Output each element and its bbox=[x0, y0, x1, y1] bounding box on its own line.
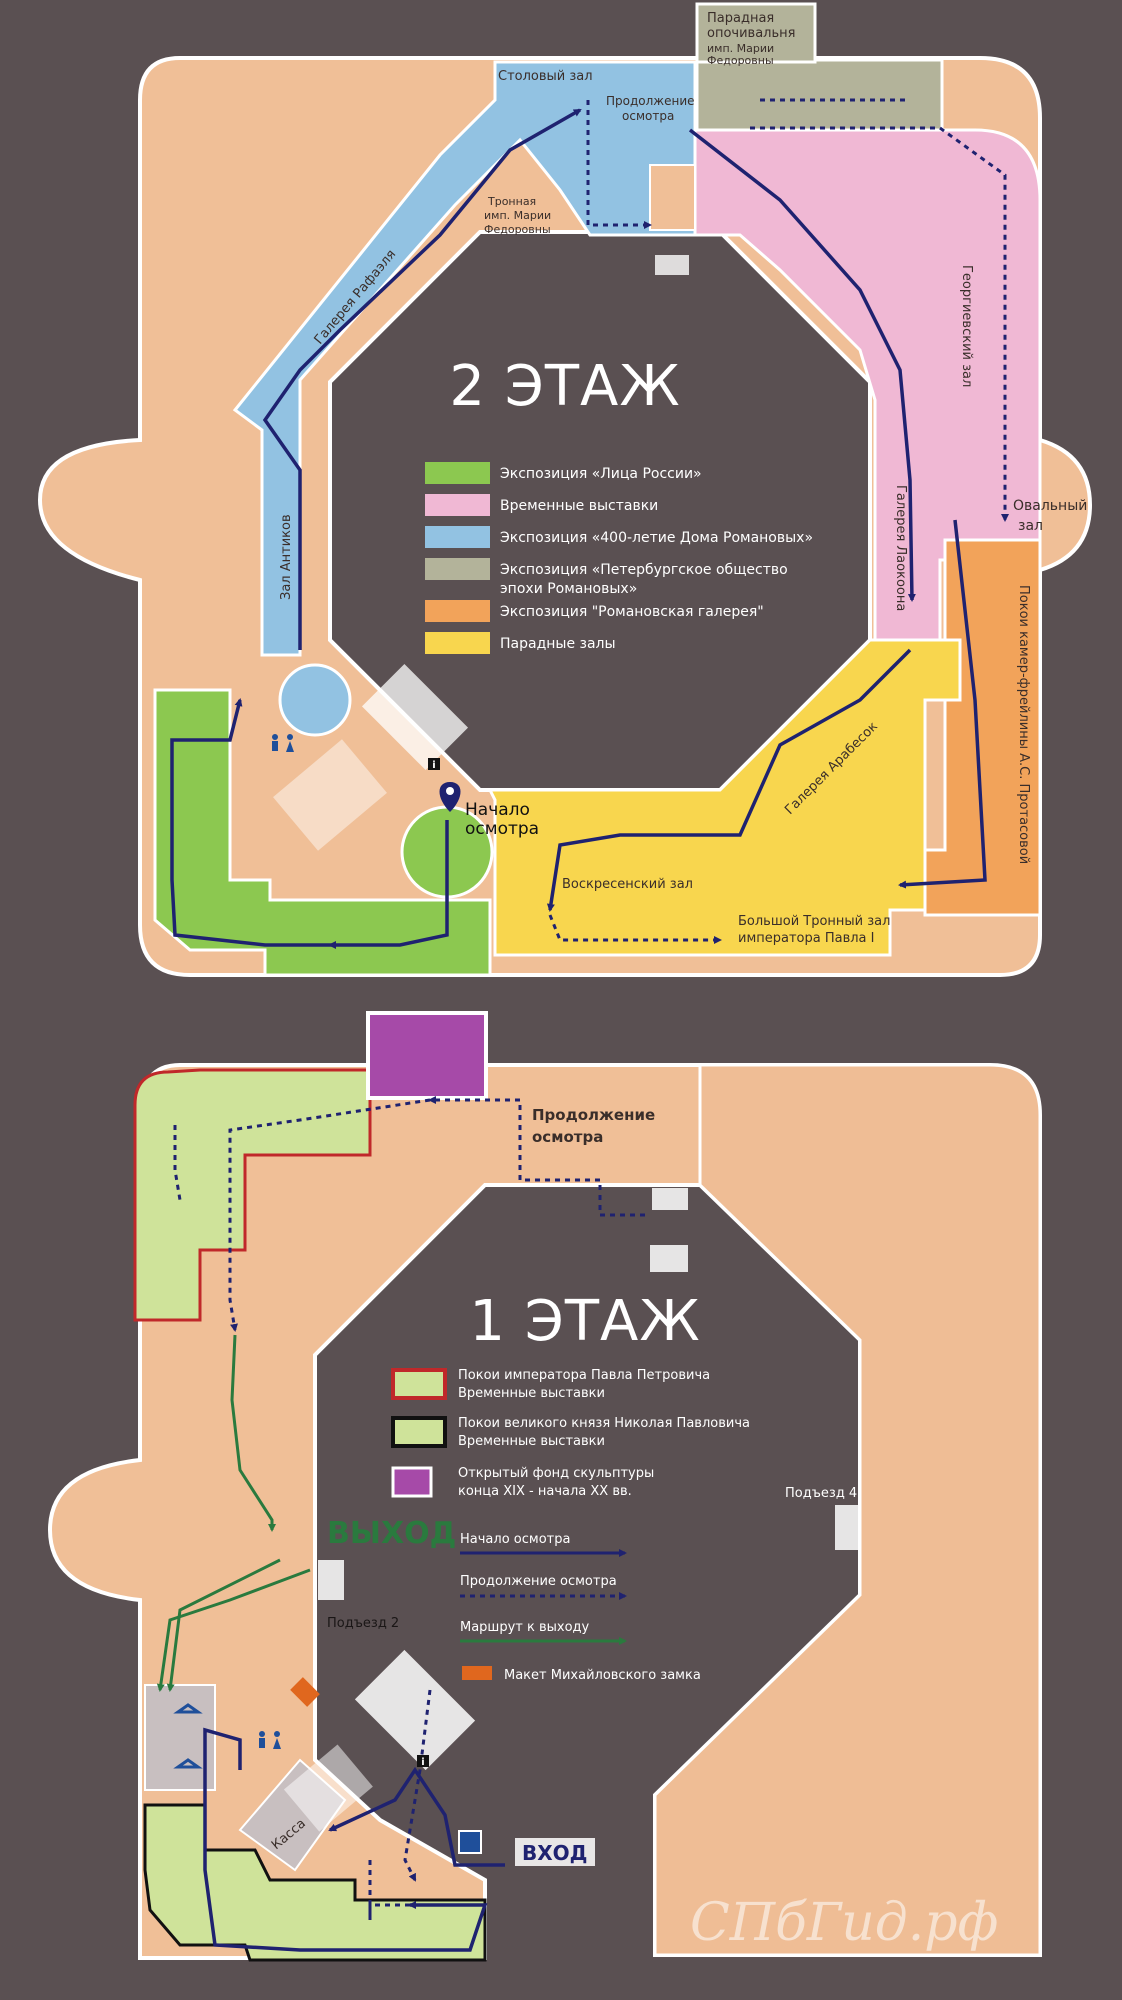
legend1-nikolai-2: Временные выставки bbox=[458, 1434, 605, 1449]
legend2-swatch-temporary bbox=[425, 494, 490, 516]
room-opochivalnya-1: Парадная bbox=[707, 11, 774, 26]
floor1-exit-route bbox=[156, 1334, 311, 1692]
floor2-stairs bbox=[649, 164, 696, 231]
room-tronnaya-2: имп. Марии bbox=[484, 209, 551, 222]
podezd4-label: Подъезд 4 bbox=[785, 1486, 857, 1501]
floor1-zone-sculpture bbox=[366, 1011, 488, 1100]
floor2-route bbox=[170, 98, 1009, 949]
floor1-stairs-main bbox=[283, 1744, 373, 1832]
legend1-pavel-2: Временные выставки bbox=[458, 1386, 605, 1401]
floor1-stairs-north-2 bbox=[650, 1245, 688, 1272]
room-stolovy: Столовый зал bbox=[498, 69, 593, 84]
exit-label: ВЫХОД bbox=[327, 1516, 456, 1551]
legend2-swatch-romanov400 bbox=[425, 526, 490, 548]
room-antikov: Зал Антиков bbox=[279, 514, 294, 600]
legend1-exit: Маршрут к выходу bbox=[460, 1620, 590, 1635]
floor2-stairs-mark bbox=[655, 255, 689, 275]
start-pin-icon bbox=[439, 782, 461, 812]
floor2-zone-society bbox=[695, 58, 944, 132]
room-continue-1: Продолжение bbox=[606, 94, 695, 108]
floor2-plan: i 2 ЭТАЖ Начало осмотра Столовый зал Пар… bbox=[37, 2, 1093, 977]
floor1-stairs-north bbox=[652, 1188, 688, 1210]
legend2-faces: Экспозиция «Лица России» bbox=[500, 466, 702, 482]
room-ovalny-2: зал bbox=[1018, 518, 1043, 534]
floor2-legend: Экспозиция «Лица России» Временные выста… bbox=[425, 462, 813, 654]
room-continue-2: осмотра bbox=[622, 109, 674, 123]
room-opochivalnya-3: имп. Марии bbox=[707, 42, 774, 55]
start-label-2: осмотра bbox=[465, 819, 539, 839]
room-protasova: Покои камер-фрейлины А.С. Протасовой bbox=[1016, 585, 1031, 864]
floor2-stairs-main bbox=[273, 739, 387, 851]
floor1-plan: i 1 ЭТАЖ Продолжение осмотра ВЫХОД ВХОД … bbox=[47, 1011, 1042, 1962]
legend2-parade: Парадные залы bbox=[500, 636, 616, 652]
floor1-stairs-podezd2 bbox=[318, 1560, 344, 1600]
legend2-swatch-society bbox=[425, 558, 490, 580]
floor1-zone-nikolai bbox=[143, 1803, 487, 1962]
room-opochivalnya-4: Федоровны bbox=[707, 54, 774, 67]
legend1-maket: Макет Михайловского замка bbox=[504, 1668, 701, 1683]
floor1-stairs-diagonal bbox=[354, 1649, 476, 1771]
floor1-stairs-podezd4 bbox=[835, 1505, 861, 1550]
maket-swatch bbox=[290, 1677, 320, 1707]
floor2-rotunda bbox=[278, 663, 352, 737]
floor1-east-wing bbox=[653, 1063, 1042, 1957]
floor2-stairs-diagonal bbox=[361, 663, 469, 771]
wc-icon-floor1 bbox=[259, 1731, 281, 1749]
floor2-zone-faces bbox=[153, 688, 492, 977]
room-tronnaya-1: Тронная bbox=[487, 195, 536, 208]
start-label-1: Начало bbox=[465, 800, 530, 820]
floor1-legend: Покои императора Павла Петровича Временн… bbox=[391, 1368, 750, 1683]
svg-text:i: i bbox=[432, 760, 435, 771]
legend2-romanov400: Экспозиция «400-летие Дома Романовых» bbox=[500, 530, 813, 546]
legend2-society-1: Экспозиция «Петербургское общество bbox=[500, 562, 788, 578]
floor1-continue-2: осмотра bbox=[532, 1128, 603, 1146]
legend1-swatch-pavel bbox=[391, 1368, 447, 1400]
legend2-gallery: Экспозиция "Романовская галерея" bbox=[500, 604, 764, 620]
legend1-swatch-nikolai bbox=[391, 1416, 447, 1448]
room-tronnaya-3: Федоровны bbox=[484, 223, 551, 236]
room-ovalny-1: Овальный bbox=[1013, 498, 1087, 514]
floor1-route bbox=[173, 1096, 645, 1952]
floor1-continue-1: Продолжение bbox=[532, 1106, 655, 1124]
wc-icon bbox=[272, 734, 294, 752]
legend2-swatch-gallery bbox=[425, 600, 490, 622]
cloakroom-icon bbox=[173, 1703, 203, 1769]
legend1-continue: Продолжение осмотра bbox=[460, 1574, 617, 1589]
legend1-sculpture-1: Открытый фонд скульптуры bbox=[458, 1466, 654, 1481]
info-icon-floor1 bbox=[417, 1755, 429, 1767]
room-georgievsky: Георгиевский зал bbox=[959, 265, 974, 387]
room-laokoon: Галерея Лаокоона bbox=[893, 485, 908, 611]
floor2-zone-opochivalnya bbox=[695, 2, 817, 64]
legend1-nikolai-1: Покои великого князя Николая Павловича bbox=[458, 1416, 750, 1431]
legend1-start: Начало осмотра bbox=[460, 1532, 570, 1547]
room-bolshoy-1: Большой Тронный зал bbox=[738, 914, 890, 929]
svg-text:i: i bbox=[421, 1757, 424, 1768]
podezd2-label: Подъезд 2 bbox=[327, 1616, 399, 1631]
floor2-zone-temporary bbox=[693, 128, 1042, 667]
legend2-swatch-parade bbox=[425, 632, 490, 654]
legend2-temporary: Временные выставки bbox=[500, 498, 658, 514]
floor1-zone-pavel bbox=[133, 1068, 372, 1322]
legend2-swatch-faces bbox=[425, 462, 490, 484]
floor2-zone-romanov400 bbox=[232, 60, 697, 657]
room-bolshoy-2: императора Павла I bbox=[738, 931, 875, 946]
legend2-society-2: эпохи Романовых» bbox=[500, 581, 637, 597]
room-voskresensky: Воскресенский зал bbox=[562, 877, 693, 892]
info-icon bbox=[428, 758, 440, 770]
legend1-pavel-1: Покои императора Павла Петровича bbox=[458, 1368, 710, 1383]
legend1-sculpture-2: конца XIX - начала XX вв. bbox=[458, 1484, 632, 1499]
floor1-title: 1 ЭТАЖ bbox=[469, 1289, 700, 1354]
watermark: СПбГид.рф bbox=[690, 1893, 998, 1953]
accessibility-icon bbox=[458, 1830, 482, 1854]
legend1-swatch-sculpture bbox=[391, 1466, 433, 1498]
legend1-swatch-maket bbox=[462, 1666, 492, 1680]
floor2-title: 2 ЭТАЖ bbox=[449, 354, 680, 419]
room-opochivalnya-2: опочивальня bbox=[707, 26, 795, 41]
floor2-zone-romanov-gallery bbox=[923, 538, 1042, 917]
floor2-zone-parade bbox=[487, 638, 962, 957]
entrance-label: ВХОД bbox=[522, 1841, 587, 1865]
entrance-label-box bbox=[515, 1838, 595, 1866]
